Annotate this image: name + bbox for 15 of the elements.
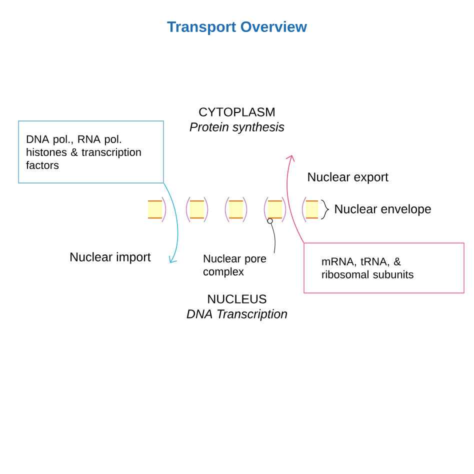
region-subtitle: Protein synthesis [190,122,284,134]
leader-line [270,223,276,254]
arrow-label: Nuclear import [70,252,151,264]
title: Transport Overview [167,21,308,35]
envelope-label: Nuclear envelope [335,204,431,216]
region-label: NUCLEUS [208,294,266,304]
text-box: DNA pol., RNA pol. histones & transcription factors [18,120,164,184]
arrow [286,155,304,244]
text-box: mRNA, tRNA, & ribosomal subunits [304,242,464,294]
pore-label: Nuclear pore complex [203,254,266,278]
region-subtitle: DNA Transcription [186,309,288,321]
region-label: CYTOPLASM [199,108,274,116]
arrow [163,182,178,263]
arrow-label: Nuclear export [308,172,388,184]
nuclear-pore [267,218,273,224]
